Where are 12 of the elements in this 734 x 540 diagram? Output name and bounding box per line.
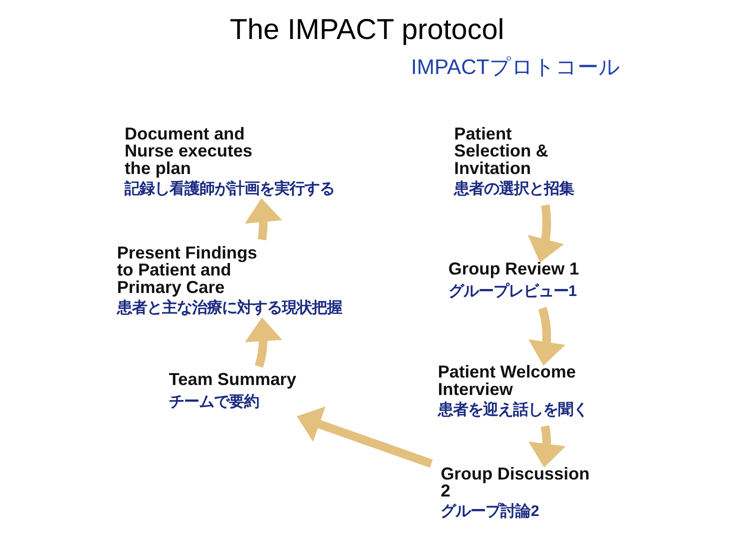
arrow	[528, 425, 566, 468]
node-text: Patient Welcome Interview 患者を迎え話しを聞く	[438, 362, 588, 418]
node-text: Group Review 1 グループレビュー1	[448, 258, 580, 300]
arrow	[296, 406, 433, 468]
node-text: Patient Selection & Invitation 患者の選択と招集	[454, 123, 574, 198]
node-text: Team Summary チームで要約	[168, 369, 296, 411]
arrow	[244, 198, 282, 240]
node-text: Present Findings to Patient and Primary Care 患者と主な治療に対する現状把握	[116, 242, 342, 317]
node-text: Group Discussion 2 グループ討論2	[440, 463, 590, 520]
label: IMPACTプロトコール	[411, 56, 620, 80]
diagram-title: The IMPACT protocol	[230, 14, 504, 46]
node-text: Document and Nurse executes the plan 記録し看護師が計画を実行する	[124, 123, 335, 198]
